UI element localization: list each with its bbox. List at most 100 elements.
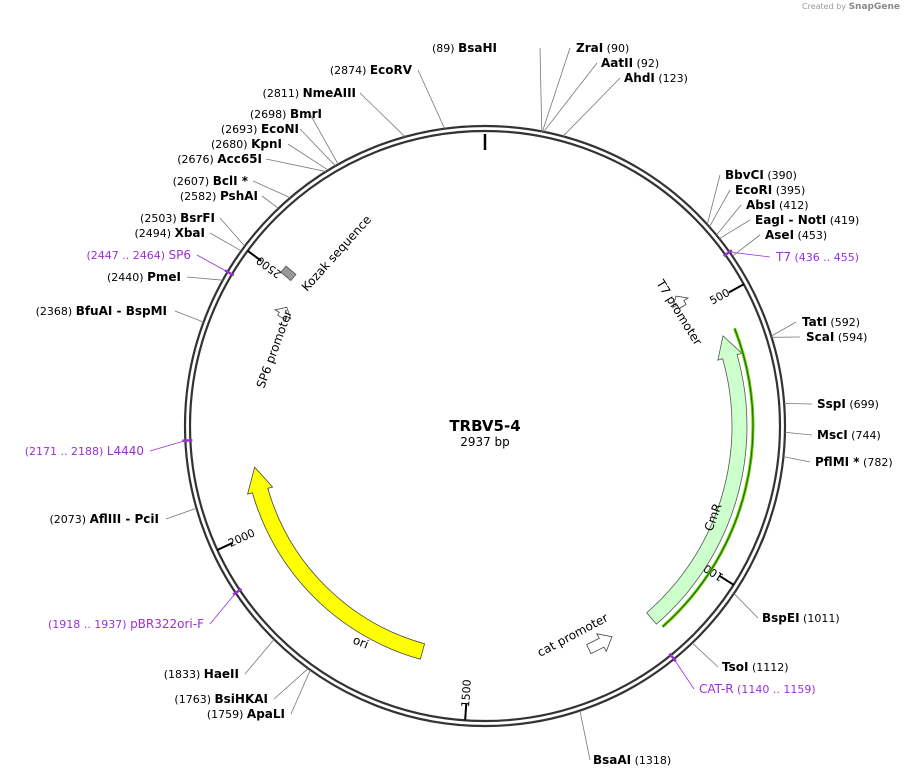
site-separator: -: [784, 213, 797, 227]
enzyme-site-label[interactable]: EagI - NotI (419): [719, 213, 859, 240]
enzyme-site-label[interactable]: ScaI (594): [771, 330, 868, 344]
enzyme-site-label[interactable]: AbsI (412): [716, 198, 809, 236]
site-name: NotI: [798, 213, 827, 227]
kozak-label: Kozak sequence: [299, 213, 374, 294]
enzyme-site-label[interactable]: (2368) BfuAI - BspMI: [36, 304, 204, 323]
site-position: (2171 .. 2188): [25, 445, 107, 458]
cat-promoter-arrow[interactable]: [586, 633, 613, 655]
site-position: (2368): [36, 305, 76, 318]
site-leader-line: [673, 658, 695, 690]
enzyme-site-label[interactable]: (2582) PshAI: [180, 189, 279, 209]
site-position: (1833): [164, 668, 204, 681]
site-name: AseI: [765, 228, 794, 242]
enzyme-site-label[interactable]: (2503) BsrFI: [140, 211, 246, 247]
enzyme-site-label[interactable]: (2073) AflIII - PciI: [50, 507, 197, 526]
primer-site-label[interactable]: CAT-R (1140 .. 1159): [668, 652, 816, 696]
primer-site-label[interactable]: (2447 .. 2464) SP6: [86, 248, 235, 277]
site-position: (1318): [631, 754, 671, 767]
site-position: (2693): [221, 123, 261, 136]
site-name: NmeAIII: [303, 86, 356, 100]
enzyme-site-label[interactable]: (1763) BsiHKAI: [174, 668, 309, 706]
primer-site-label[interactable]: T7 (436 .. 455): [722, 249, 859, 264]
ori-feature[interactable]: [247, 466, 426, 660]
enzyme-site-label[interactable]: (2811) NmeAIII: [263, 86, 406, 138]
enzyme-site-label[interactable]: AatII (92): [543, 56, 659, 133]
site-leader-line: [219, 217, 246, 247]
enzyme-site-label[interactable]: (1759) ApaLI: [207, 669, 311, 721]
enzyme-label: (2368) BfuAI - BspMI: [36, 304, 167, 318]
ori-label: ori: [351, 633, 371, 652]
enzyme-site-label[interactable]: (2680) KpnI: [211, 137, 329, 171]
site-position: (2440): [107, 271, 147, 284]
site-name: AbsI: [746, 198, 775, 212]
enzyme-site-label[interactable]: (2874) EcoRV: [330, 63, 446, 129]
enzyme-label: (2693) EcoNI: [221, 122, 299, 136]
enzyme-label: EcoRI (395): [735, 183, 805, 197]
site-leader-line: [771, 321, 797, 337]
enzyme-site-label[interactable]: (2698) BmrI: [250, 107, 339, 165]
enzyme-site-label[interactable]: AhdI (123): [562, 71, 688, 137]
site-position: (782): [860, 456, 893, 469]
site-leader-line: [733, 593, 759, 619]
enzyme-site-label[interactable]: (2676) Acc65I: [177, 152, 327, 172]
site-position: (1112): [748, 661, 788, 674]
enzyme-site-label[interactable]: PflMI * (782): [783, 455, 893, 469]
tick-label: 1500: [459, 679, 474, 708]
site-position: (1918 .. 1937): [48, 618, 130, 631]
enzyme-label: TsoI (1112): [722, 660, 789, 674]
site-name: BsiHKAI: [215, 692, 269, 706]
enzyme-site-label[interactable]: EcoRI (395): [709, 183, 805, 228]
site-leader-line: [165, 507, 197, 520]
site-leader-line: [709, 189, 731, 228]
plasmid-size: 2937 bp: [460, 435, 510, 449]
site-position: (2676): [177, 153, 217, 166]
enzyme-site-label[interactable]: MscI (744): [784, 428, 881, 442]
site-name: PciI: [135, 512, 160, 526]
feature-layer: [247, 265, 755, 660]
enzyme-site-label[interactable]: ZraI (90): [542, 41, 629, 132]
site-position: (2503): [140, 212, 180, 225]
cmr-feature[interactable]: [646, 335, 748, 625]
site-name: pBR322ori-F: [130, 617, 204, 631]
enzyme-label: (2698) BmrI: [250, 107, 322, 121]
enzyme-label: PflMI * (782): [815, 455, 893, 469]
enzyme-site-label[interactable]: BsaAI (1318): [579, 710, 671, 767]
primer-site-label[interactable]: (1918 .. 1937) pBR322ori-F: [48, 587, 243, 631]
enzyme-site-label[interactable]: BbvCI (390): [706, 168, 797, 225]
enzyme-site-label[interactable]: BspEI (1011): [733, 593, 840, 625]
site-position: (436 .. 455): [791, 251, 859, 264]
enzyme-label: (2874) EcoRV: [330, 63, 413, 77]
site-name: PshAI: [220, 189, 258, 203]
t7-promoter-arrow[interactable]: [672, 295, 690, 310]
site-leader-line: [261, 195, 279, 209]
primer-mark: [722, 249, 733, 258]
enzyme-label: ZraI (90): [576, 41, 629, 55]
enzyme-site-label[interactable]: (2693) EcoNI: [221, 122, 336, 167]
primer-site-label[interactable]: (2171 .. 2188) L4440: [25, 439, 193, 458]
primer-mark: [668, 652, 677, 663]
primer-label: (1918 .. 1937) pBR322ori-F: [48, 617, 204, 631]
enzyme-label: BspEI (1011): [762, 611, 840, 625]
enzyme-site-label[interactable]: SspI (699): [784, 397, 879, 411]
enzyme-site-label[interactable]: (2440) PmeI: [107, 270, 223, 284]
enzyme-site-label[interactable]: (89) BsaHI: [432, 41, 543, 132]
site-leader-line: [186, 276, 223, 281]
site-name: AhdI: [624, 71, 655, 85]
backbone-outer-ring: [183, 124, 787, 728]
enzyme-site-label[interactable]: TsoI (1112): [691, 642, 789, 674]
enzyme-site-label[interactable]: (2494) XbaI: [135, 226, 242, 252]
site-leader-line: [290, 669, 311, 715]
sp6-promoter-arrow[interactable]: [273, 306, 292, 320]
enzyme-label: (1763) BsiHKAI: [174, 692, 268, 706]
enzyme-site-label[interactable]: TatI (592): [771, 315, 860, 337]
site-leader-line: [209, 592, 237, 625]
site-leader-line: [174, 310, 204, 323]
site-name: BclI *: [213, 174, 249, 188]
kozak-box[interactable]: [280, 265, 297, 282]
site-name: ApaLI: [247, 707, 285, 721]
enzyme-site-label[interactable]: (2607) BclI *: [173, 174, 291, 199]
site-leader-line: [784, 402, 813, 405]
site-leader-line: [716, 204, 742, 236]
enzyme-site-label[interactable]: (1833) HaeII: [164, 639, 275, 681]
